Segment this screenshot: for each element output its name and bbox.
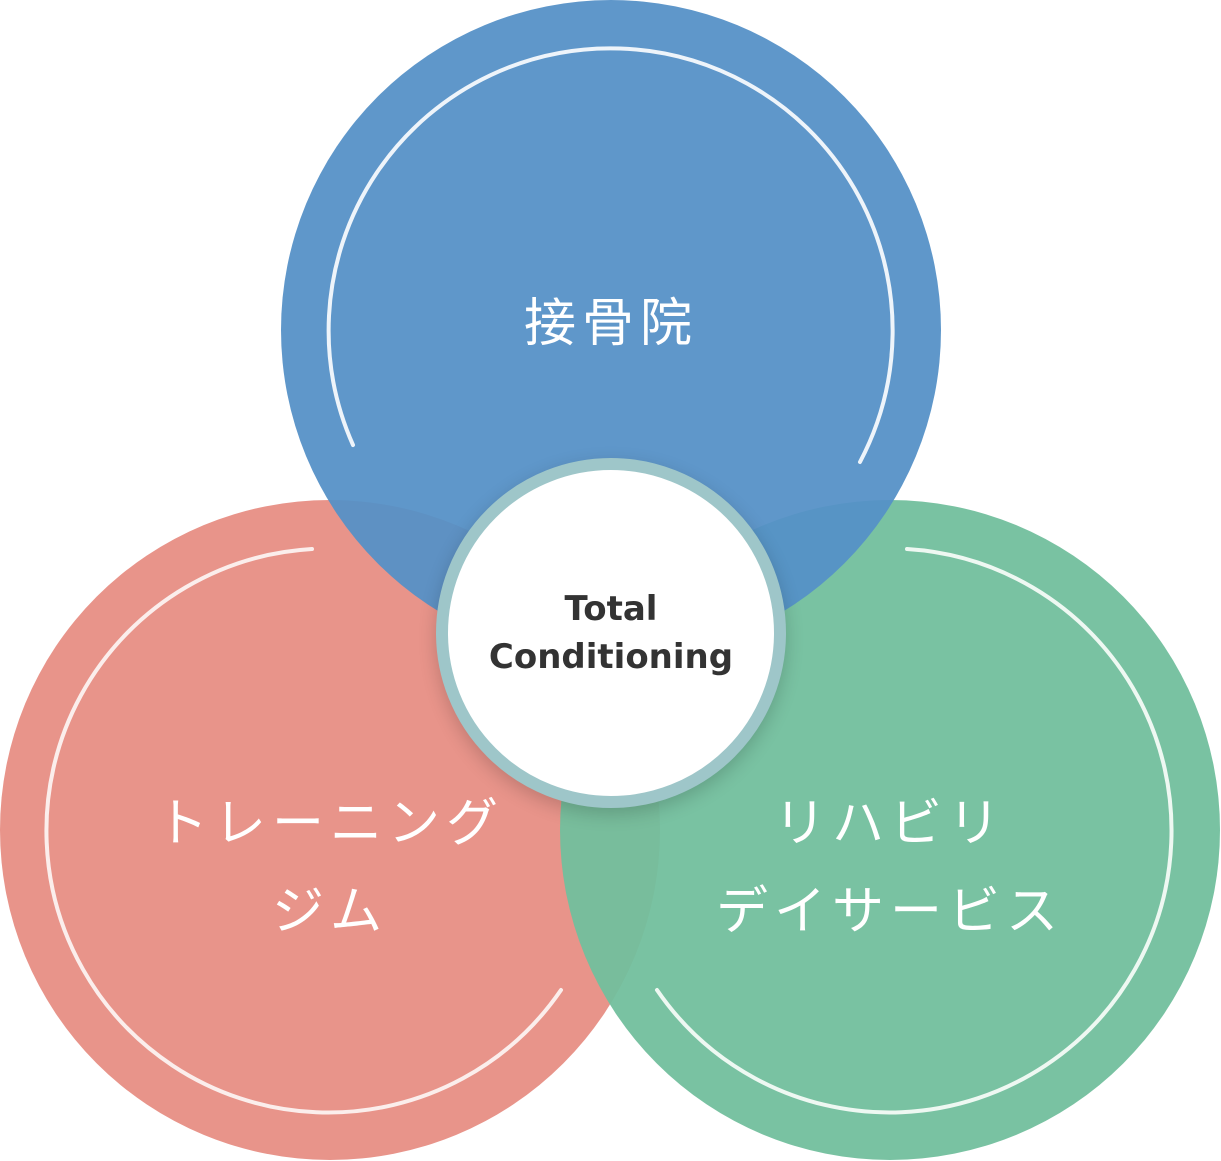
label-left-line2: ジム bbox=[271, 882, 388, 942]
center-line1: Total bbox=[564, 589, 658, 629]
circle-top bbox=[281, 0, 941, 660]
label-right-line2: デイサービス bbox=[715, 882, 1064, 942]
label-top-text: 接骨院 bbox=[523, 294, 698, 354]
arc-top bbox=[326, 46, 895, 464]
label-right-line1: リハビリ bbox=[773, 794, 1006, 854]
arc-right bbox=[655, 547, 1174, 1115]
label-left-line1: トレーニング bbox=[155, 794, 504, 854]
label-left: トレーニング ジム bbox=[130, 780, 530, 956]
center-line2: Conditioning bbox=[488, 637, 734, 677]
label-top: 接骨院 bbox=[411, 280, 811, 368]
center-circle: Total Conditioning bbox=[436, 458, 786, 808]
label-right: リハビリ デイサービス bbox=[690, 780, 1090, 956]
arc-left bbox=[44, 547, 563, 1115]
